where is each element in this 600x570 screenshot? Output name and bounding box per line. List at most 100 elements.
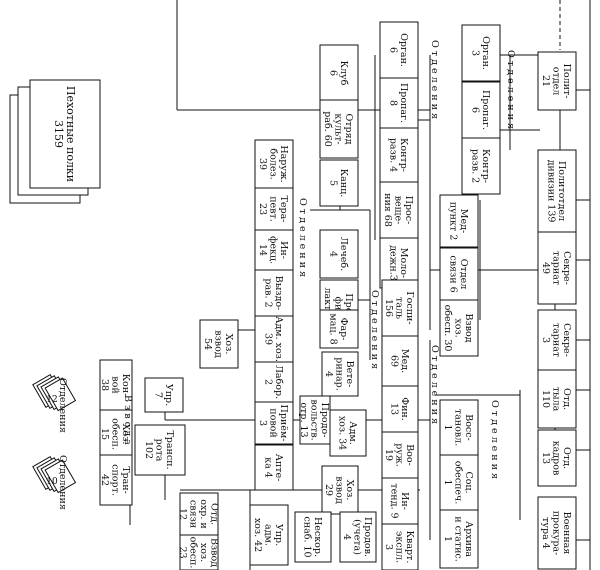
box-frame xyxy=(319,159,359,207)
box-label: Соц.обеспеч.1 xyxy=(442,461,474,505)
box-label-line: Апте- xyxy=(273,454,284,482)
box-label: Ин-фекц.14 xyxy=(257,236,289,264)
box-label-line: адм. xyxy=(263,524,274,546)
box-frame xyxy=(379,127,419,183)
box-frame xyxy=(329,409,367,457)
box-label: Клуб6 xyxy=(327,61,348,86)
box-label: Выздо-рав. 2 xyxy=(262,276,283,311)
box-vzvod-hoz-23: Взводхоз.обесп.23 xyxy=(177,534,219,570)
box-vosst: Восс-тановл.1 xyxy=(439,399,479,456)
box-frame xyxy=(537,496,577,570)
box-adm-hoz-39: Адм. хоз.39 xyxy=(254,315,294,363)
box-label-line: 4 xyxy=(323,371,334,377)
box-hoz-vzvod-54: Хоз.взвод54 xyxy=(199,319,239,369)
box-label-line: 3 xyxy=(257,420,268,426)
section-label-otdeleniya-6: Отделения xyxy=(57,378,68,433)
box-prosvesch-68: Прос-веще-ния 68 xyxy=(379,181,419,239)
box-label-line: вольств. xyxy=(309,399,320,440)
box-transp-rota: Трансп.рота102 xyxy=(134,424,186,476)
box-label: Моло-дежн.3 xyxy=(387,245,408,281)
box-label-line: охр. и xyxy=(198,499,209,529)
section-label-otdeleniya-4: О т д е л е н и я xyxy=(369,290,380,369)
box-label: Контр-разв. 4 xyxy=(387,138,408,172)
box-frame xyxy=(299,395,331,445)
box-prodovolst: Продо-вольств.отр. 13 xyxy=(298,395,331,445)
box-label-line: 110 xyxy=(540,390,551,408)
box-label: Фин.13 xyxy=(388,397,409,421)
box-label-line: Адм. xyxy=(347,421,358,444)
box-label-line: 156 xyxy=(383,299,394,317)
box-label-line: таль xyxy=(394,297,405,319)
box-label: Полит-отдел21 xyxy=(540,64,572,99)
section-label-otdeleniya-1: О т д е л е н и я xyxy=(505,50,516,129)
box-frame xyxy=(381,279,419,337)
box-label-line: 69 xyxy=(388,355,399,367)
box-label-line: рота xyxy=(154,439,165,462)
box-transp-42: Тран-спорт.42 xyxy=(99,454,133,506)
fanned-stack: 10 xyxy=(32,456,77,494)
box-label-line: Секре- xyxy=(561,323,572,357)
box-label: Хоз.обесп.15 xyxy=(99,418,131,450)
box-frame xyxy=(144,377,184,413)
box-label-line: Ин- xyxy=(278,241,289,259)
box-label-line: Прос- xyxy=(403,196,414,225)
box-label-line: дивизии 139 xyxy=(545,160,556,223)
box-label-line: 8 xyxy=(387,100,398,106)
box-frame xyxy=(254,401,294,445)
box-label-line: Продов. xyxy=(362,517,373,557)
box-frame xyxy=(439,399,479,456)
box-label-line: веще- xyxy=(393,196,404,225)
box-label: Секре-тариат49 xyxy=(540,251,572,285)
box-label-line: 21 xyxy=(540,75,551,87)
box-label-line: обесп. xyxy=(187,537,198,569)
box-label: Секре-тариат3 xyxy=(540,323,572,357)
box-label-line: Военная xyxy=(561,512,572,555)
box-label: Тера-певт.23 xyxy=(257,196,289,223)
box-label: Наруж.болез.39 xyxy=(257,145,289,182)
box-label-line: 102 xyxy=(143,441,154,459)
box-label-line: тура 4 xyxy=(540,517,551,549)
box-label-line: взвод xyxy=(213,330,224,358)
box-frame xyxy=(537,149,577,233)
box-label-line: 4 xyxy=(341,534,352,540)
box-frame xyxy=(537,429,577,487)
box-label-line: лакт. 5 xyxy=(322,288,333,323)
box-label: Лечеб.4 xyxy=(327,237,348,271)
box-label: Апте-ка 4 xyxy=(262,454,283,482)
box-label-line: 1 xyxy=(442,536,453,542)
box-label-line: 1 xyxy=(442,424,453,430)
box-label-line: 4 xyxy=(327,251,338,257)
box-label-line: болез. xyxy=(268,148,279,179)
box-infekc-14: Ин-фекц.14 xyxy=(254,229,294,271)
box-label-line: хоз. xyxy=(198,543,209,562)
box-label: Отд.тыла110 xyxy=(540,387,572,412)
box-frame xyxy=(537,231,577,305)
box-label-line: кадров xyxy=(551,441,562,476)
box-label-line: Мед. xyxy=(399,349,410,373)
box-pehotnye-polki: Пехотные полки3159 xyxy=(29,79,101,189)
box-klub-6: Клуб6 xyxy=(319,44,359,102)
box-label: Адм.хоз. 34 xyxy=(336,416,357,450)
box-label: Пропаг.8 xyxy=(387,83,408,123)
box-label: Адм. хоз.39 xyxy=(262,316,283,362)
stack-card xyxy=(44,377,77,412)
box-label: Продов.(учета)4 xyxy=(341,517,373,557)
box-label: Кон-вой38 xyxy=(99,374,131,397)
box-label-line: Упр. xyxy=(163,384,174,406)
box-label-line: 29 xyxy=(323,484,334,496)
box-label-line: фекц. xyxy=(268,236,279,264)
box-frame xyxy=(379,21,419,79)
box-frame xyxy=(319,99,359,159)
box-label: Продо-вольств.отр. 13 xyxy=(298,399,330,440)
box-label-line: снаб. 10 xyxy=(301,516,312,557)
box-label: Упр.адм.хоз. 42 xyxy=(252,518,284,552)
box-label-line: 3 xyxy=(540,337,551,343)
box-label-line: ка 4 xyxy=(262,457,273,478)
box-label-line: 6 xyxy=(387,47,398,53)
section-label-vzvoda: В з в о д а xyxy=(122,395,133,445)
box-otd-ohr-12: Отд.охр. исвязи12 xyxy=(177,492,219,536)
box-frame xyxy=(254,139,294,189)
box-label: Мед.69 xyxy=(388,349,409,373)
box-propag-6: Пропаг.6 xyxy=(461,81,501,139)
box-label-line: обесп. xyxy=(110,418,121,450)
